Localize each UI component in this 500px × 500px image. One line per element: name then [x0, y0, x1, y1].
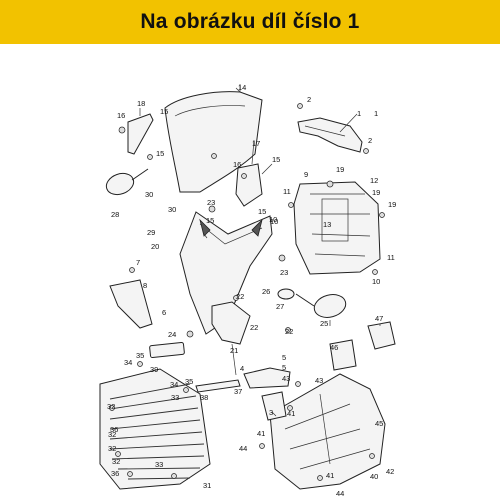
- ref-label: 46: [330, 343, 338, 352]
- ref-label: 22: [250, 323, 258, 332]
- parts-diagram: 14 2 1 2 16 18 15 15 17 15 16 15 9 11 19…: [99, 83, 396, 498]
- ref-label: 31: [203, 481, 211, 490]
- ref-label: 28: [111, 210, 119, 219]
- ref-label: 19: [388, 200, 396, 209]
- ref-label: 15: [272, 155, 280, 164]
- ref-label: 34: [170, 380, 178, 389]
- ref-label: 21: [230, 346, 238, 355]
- ref-label: 47: [375, 314, 383, 323]
- ref-label: 44: [239, 444, 247, 453]
- ref-label: 35: [185, 377, 193, 386]
- ref-label: 15: [258, 207, 266, 216]
- ref-label: 41: [257, 429, 265, 438]
- ref-label: 32: [108, 430, 116, 439]
- ref-label: 43: [315, 376, 323, 385]
- ref-label: 1: [357, 109, 361, 118]
- ref-label: 13: [323, 220, 331, 229]
- ref-label: 42: [386, 467, 394, 476]
- ref-label: 1: [374, 109, 378, 118]
- ref-label: 32: [107, 402, 115, 411]
- ref-label: 11: [283, 187, 291, 196]
- left-grille-part: [99, 368, 211, 490]
- ref-label: 41: [287, 409, 295, 418]
- ref-label: 16: [117, 111, 125, 120]
- ref-label: 40: [370, 472, 378, 481]
- windshield-part: [164, 91, 263, 193]
- ref-label: 3: [269, 408, 273, 417]
- ref-label: 22: [285, 327, 293, 336]
- left-mirror-part: [105, 172, 135, 196]
- ref-label: 23: [207, 198, 215, 207]
- front-cowl-part: [297, 117, 363, 153]
- ref-label: 2: [307, 95, 311, 104]
- ref-label: 9: [304, 170, 308, 179]
- ref-label: 33: [171, 393, 179, 402]
- ref-label: 37: [234, 387, 242, 396]
- ref-label: 34: [124, 358, 132, 367]
- ref-label: 23: [280, 268, 288, 277]
- ref-label: 2: [368, 136, 372, 145]
- front-fairing-part: [179, 211, 273, 335]
- ref-label: 22: [236, 292, 244, 301]
- ref-label: 36: [110, 425, 118, 434]
- ref-label: 10: [372, 277, 380, 286]
- ref-label: 20: [151, 242, 159, 251]
- ref-label: 32: [108, 444, 116, 453]
- banner-title: Na obrázku díl číslo 1: [140, 10, 360, 33]
- ref-label: 6: [162, 308, 166, 317]
- ref-label: 10: [269, 215, 277, 224]
- ref-label: 10: [270, 217, 278, 226]
- ref-label: 41: [326, 471, 334, 480]
- inner-panel-part: [293, 181, 381, 275]
- reference-labels: 14 2 1 2 16 18 15 15 17 15 16 15 9 11 19…: [107, 83, 396, 498]
- ref-label: 30: [145, 190, 153, 199]
- ref-label: 12: [370, 176, 378, 185]
- ref-label: 8: [143, 281, 147, 290]
- ref-label: 5: [282, 353, 286, 362]
- ref-label: 16: [233, 160, 241, 169]
- ref-label: 35: [136, 351, 144, 360]
- ref-label: 33: [155, 460, 163, 469]
- ref-label: 7: [136, 258, 140, 267]
- ref-label: 19: [372, 188, 380, 197]
- ref-label: 4: [240, 364, 244, 373]
- ref-label: 19: [336, 165, 344, 174]
- ref-label: 45: [375, 419, 383, 428]
- ref-label: 5: [282, 363, 286, 372]
- ref-label: 11: [387, 253, 395, 262]
- title-banner: Na obrázku díl číslo 1: [0, 0, 500, 44]
- ref-label: 18: [137, 99, 145, 108]
- ref-label: 25: [320, 319, 328, 328]
- ref-label: 26: [262, 287, 270, 296]
- ref-label: 15: [156, 149, 164, 158]
- right-mirror-part: [313, 294, 347, 318]
- ref-label: 38: [200, 393, 208, 402]
- ref-label: 32: [112, 457, 120, 466]
- fastener-group: [109, 103, 385, 481]
- ref-label: 27: [276, 302, 284, 311]
- ref-label: 30: [168, 205, 176, 214]
- ref-label: 39: [150, 365, 158, 374]
- ref-label: 44: [336, 489, 344, 498]
- under-cowl-part: [269, 373, 386, 490]
- ref-label: 17: [252, 139, 260, 148]
- ref-label: 24: [168, 330, 176, 339]
- ref-label: 15: [206, 216, 214, 225]
- ref-label: 14: [238, 83, 246, 92]
- ref-label: 36: [111, 469, 119, 478]
- ref-label: 29: [147, 228, 155, 237]
- ref-label: 43: [282, 374, 290, 383]
- ref-label: 15: [160, 107, 168, 116]
